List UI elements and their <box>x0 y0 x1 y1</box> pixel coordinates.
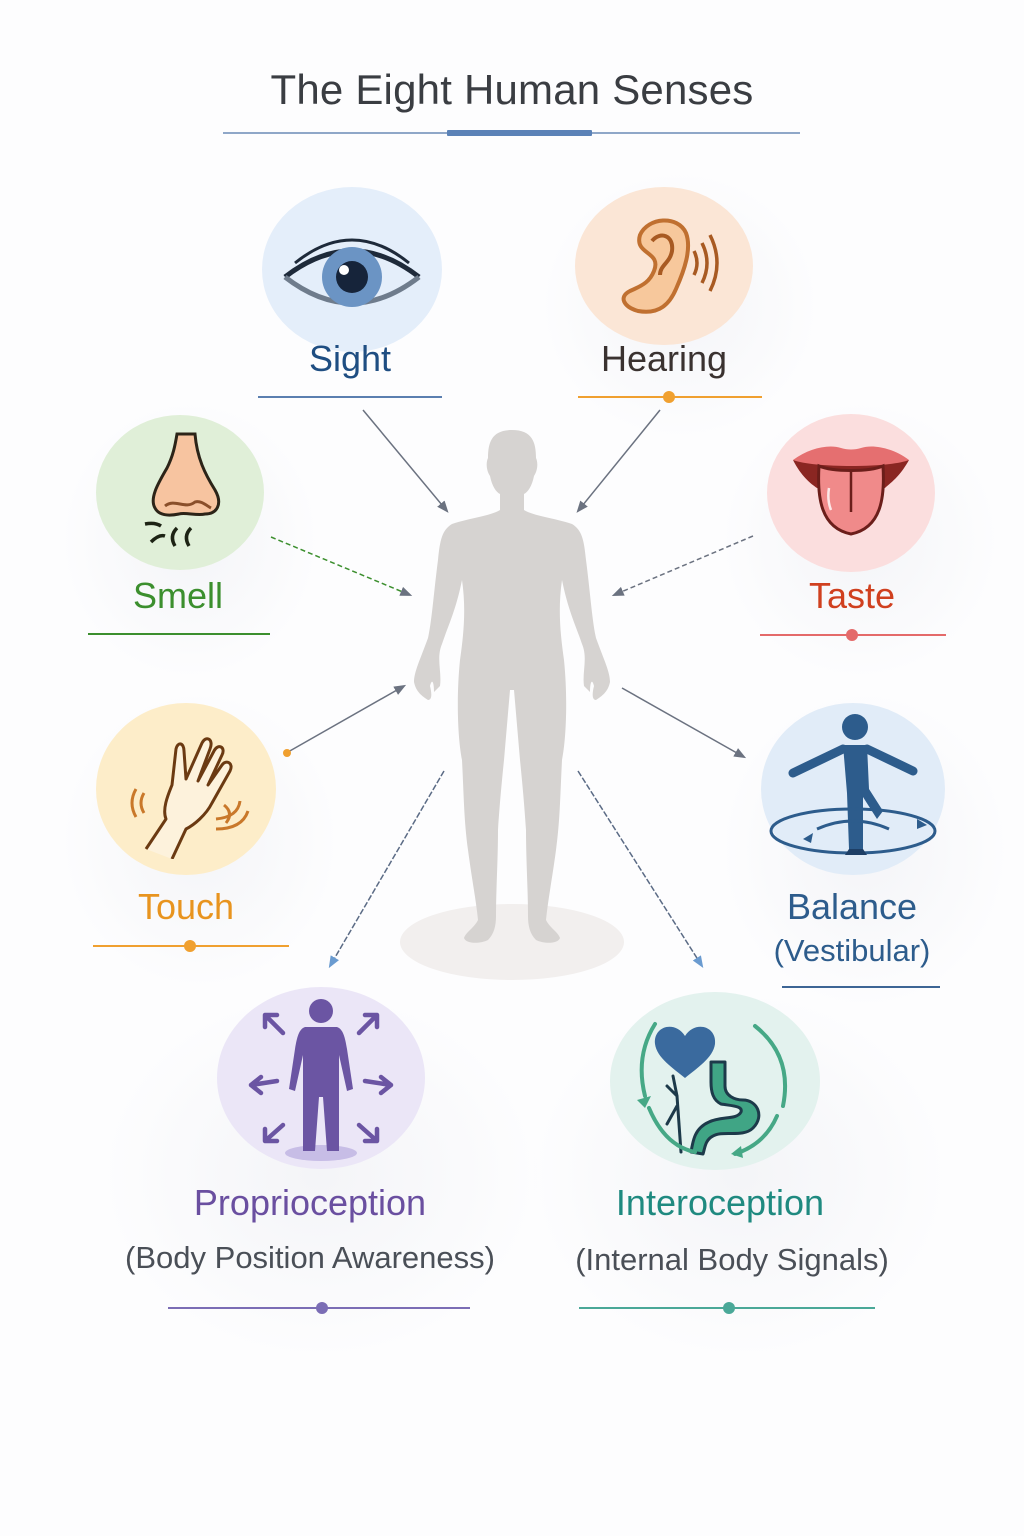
sense-label-touch: Touch <box>137 886 235 927</box>
sense-label-sight: Sight <box>308 338 392 379</box>
hearing-icon-circle <box>575 187 753 345</box>
balance-figure-icon <box>769 714 937 855</box>
body-position-icon <box>248 999 394 1161</box>
sense-label-interoception: Interoception <box>615 1182 825 1223</box>
proprioception-icon-circle <box>217 987 425 1169</box>
ear-icon <box>621 218 719 314</box>
nose-icon <box>144 432 221 547</box>
balance-underline <box>782 986 940 988</box>
taste-icon-circle <box>767 414 935 572</box>
hand-icon <box>130 737 250 859</box>
heart-stomach-icon <box>637 1022 788 1158</box>
touch-icon-circle <box>96 703 276 875</box>
page-title: The Eight Human Senses <box>270 66 754 113</box>
balance-icon-circle <box>761 703 945 875</box>
sense-sublabel-balance: (Vestibular) <box>773 933 931 968</box>
hearing-underline-dot <box>663 391 675 403</box>
sense-label-proprioception: Proprioception <box>193 1182 427 1223</box>
human-silhouette-icon <box>400 430 624 980</box>
tongue-icon <box>793 446 909 536</box>
sense-sublabel-interoception: (Internal Body Signals) <box>575 1242 889 1277</box>
smell-underline <box>88 633 270 635</box>
taste-underline-dot <box>846 629 858 641</box>
human-silhouette <box>380 420 660 1005</box>
sight-underline <box>258 396 442 398</box>
interoception-underline-dot <box>723 1302 735 1314</box>
sense-label-taste: Taste <box>808 575 896 616</box>
sense-label-hearing: Hearing <box>600 338 728 379</box>
title-underline-accent <box>447 130 592 136</box>
sense-sublabel-proprioception: (Body Position Awareness) <box>125 1240 495 1275</box>
eye-icon <box>283 238 421 307</box>
interoception-icon-circle <box>610 992 820 1170</box>
sight-icon-circle <box>262 187 442 352</box>
smell-icon-circle <box>96 415 264 570</box>
touch-underline-dot <box>184 940 196 952</box>
proprioception-underline-dot <box>316 1302 328 1314</box>
sense-label-smell: Smell <box>132 575 224 616</box>
sense-label-balance: Balance <box>786 886 918 927</box>
